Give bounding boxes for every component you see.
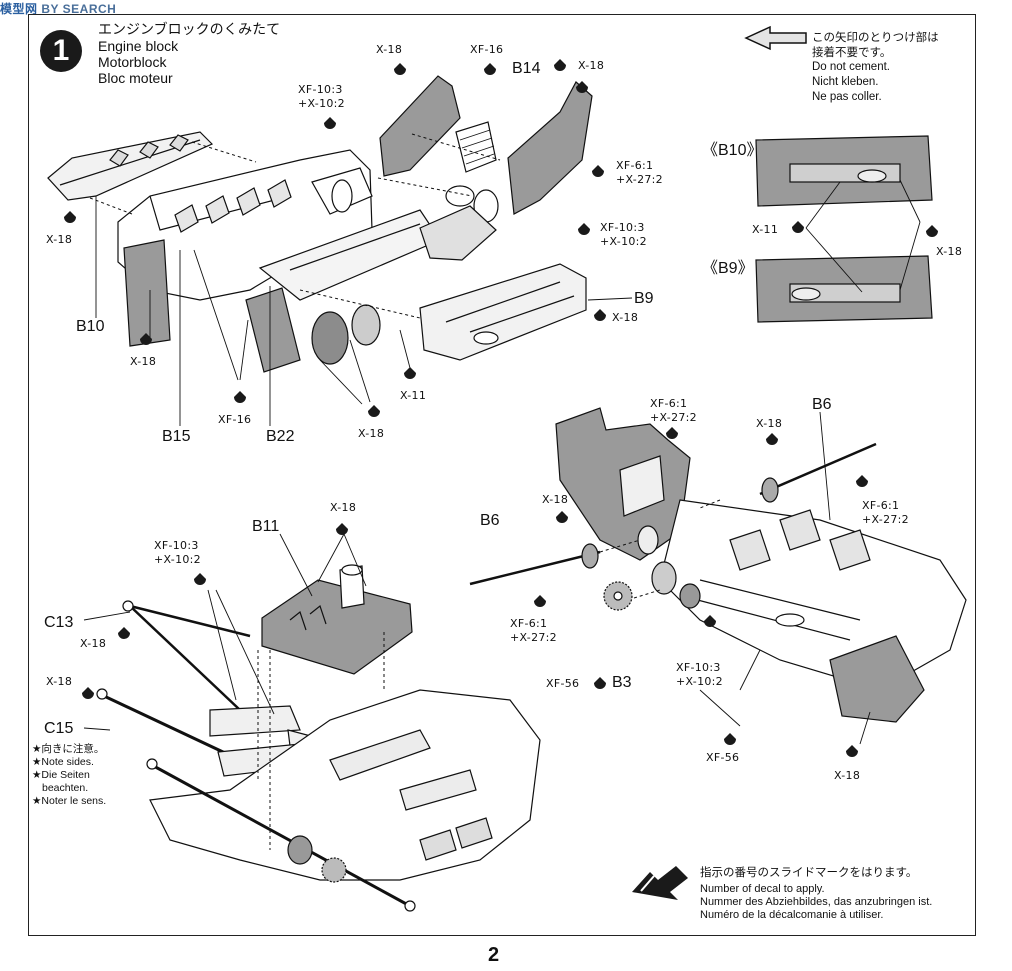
part-label: B22 — [266, 428, 295, 445]
step-title: エンジンブロックのくみたて Engine block Motorblock Bl… — [98, 22, 280, 86]
paint-label: X-18 — [130, 355, 157, 368]
note-sides: ★向きに注意。 ★Note sides. ★Die Seiten beachte… — [32, 743, 107, 807]
instruction-frame — [28, 14, 976, 936]
paint-label: X-18 — [376, 43, 403, 56]
step-title-en: Engine block — [98, 38, 179, 54]
paint-label: X-18 — [330, 501, 357, 514]
paint-label: +X-10:2 — [154, 553, 201, 566]
part-label: B11 — [252, 518, 280, 535]
paint-label: XF-10:3 — [676, 661, 721, 674]
paint-label: XF-6:1 — [616, 159, 654, 172]
paint-label: +X-27:2 — [510, 631, 557, 644]
paint-label: X-18 — [80, 637, 107, 650]
part-label-reference: 《B10》 — [702, 142, 763, 159]
paint-label: X-18 — [834, 769, 861, 782]
paint-label: +X-27:2 — [616, 173, 663, 186]
decal-note: 指示の番号のスライドマークをはります。 Number of decal to a… — [700, 865, 933, 922]
watermark: 模型网 BY SEARCH — [0, 2, 117, 16]
paint-label: X-18 — [936, 245, 963, 258]
paint-label: XF-16 — [470, 43, 504, 56]
paint-label: XF-6:1 — [862, 499, 900, 512]
paint-label: +X-10:2 — [600, 235, 647, 248]
part-label: B15 — [162, 428, 191, 445]
paint-label: X-18 — [46, 675, 73, 688]
paint-label: X-18 — [612, 311, 639, 324]
paint-label: XF-6:1 — [650, 397, 688, 410]
part-label: B14 — [512, 60, 541, 77]
step-title-jp: エンジンブロックのくみたて — [98, 22, 281, 38]
paint-label: XF-56 — [706, 751, 740, 764]
decal-arrow-icon — [632, 866, 688, 900]
paint-label: X-18 — [358, 427, 385, 440]
part-label: B10 — [76, 318, 105, 335]
paint-label: XF-6:1 — [510, 617, 548, 630]
paint-label: +X-10:2 — [676, 675, 723, 688]
paint-label: XF-10:3 — [600, 221, 645, 234]
paint-label: +X-10:2 — [298, 97, 345, 110]
part-label-reference: 《B9》 — [702, 260, 754, 277]
part-label: B6 — [812, 396, 832, 413]
step-title-fr: Bloc moteur — [98, 70, 173, 86]
part-label: C13 — [44, 614, 74, 631]
paint-label: XF-10:3 — [298, 83, 343, 96]
paint-label: XF-16 — [218, 413, 252, 426]
paint-label: XF-10:3 — [154, 539, 199, 552]
no-cement-arrow-icon — [744, 25, 807, 51]
paint-label: X-18 — [542, 493, 569, 506]
do-not-cement-note: この矢印のとりつけ部は 接着不要です。 Do not cement. Nicht… — [812, 30, 939, 103]
page-number: 2 — [488, 944, 500, 966]
paint-label: X-18 — [578, 59, 605, 72]
part-label: C15 — [44, 720, 74, 737]
paint-label: +X-27:2 — [862, 513, 909, 526]
part-label: B6 — [480, 512, 500, 529]
paint-label: X-11 — [400, 389, 427, 402]
paint-label: X-11 — [752, 223, 779, 236]
step-number-badge: 1 — [40, 30, 82, 72]
step-title-de: Motorblock — [98, 54, 167, 70]
paint-label: X-18 — [46, 233, 73, 246]
paint-label: +X-27:2 — [650, 411, 697, 424]
part-label: B9 — [634, 290, 654, 307]
paint-label: XF-56 — [546, 677, 580, 690]
paint-label: X-18 — [756, 417, 783, 430]
part-label: B3 — [612, 674, 632, 691]
